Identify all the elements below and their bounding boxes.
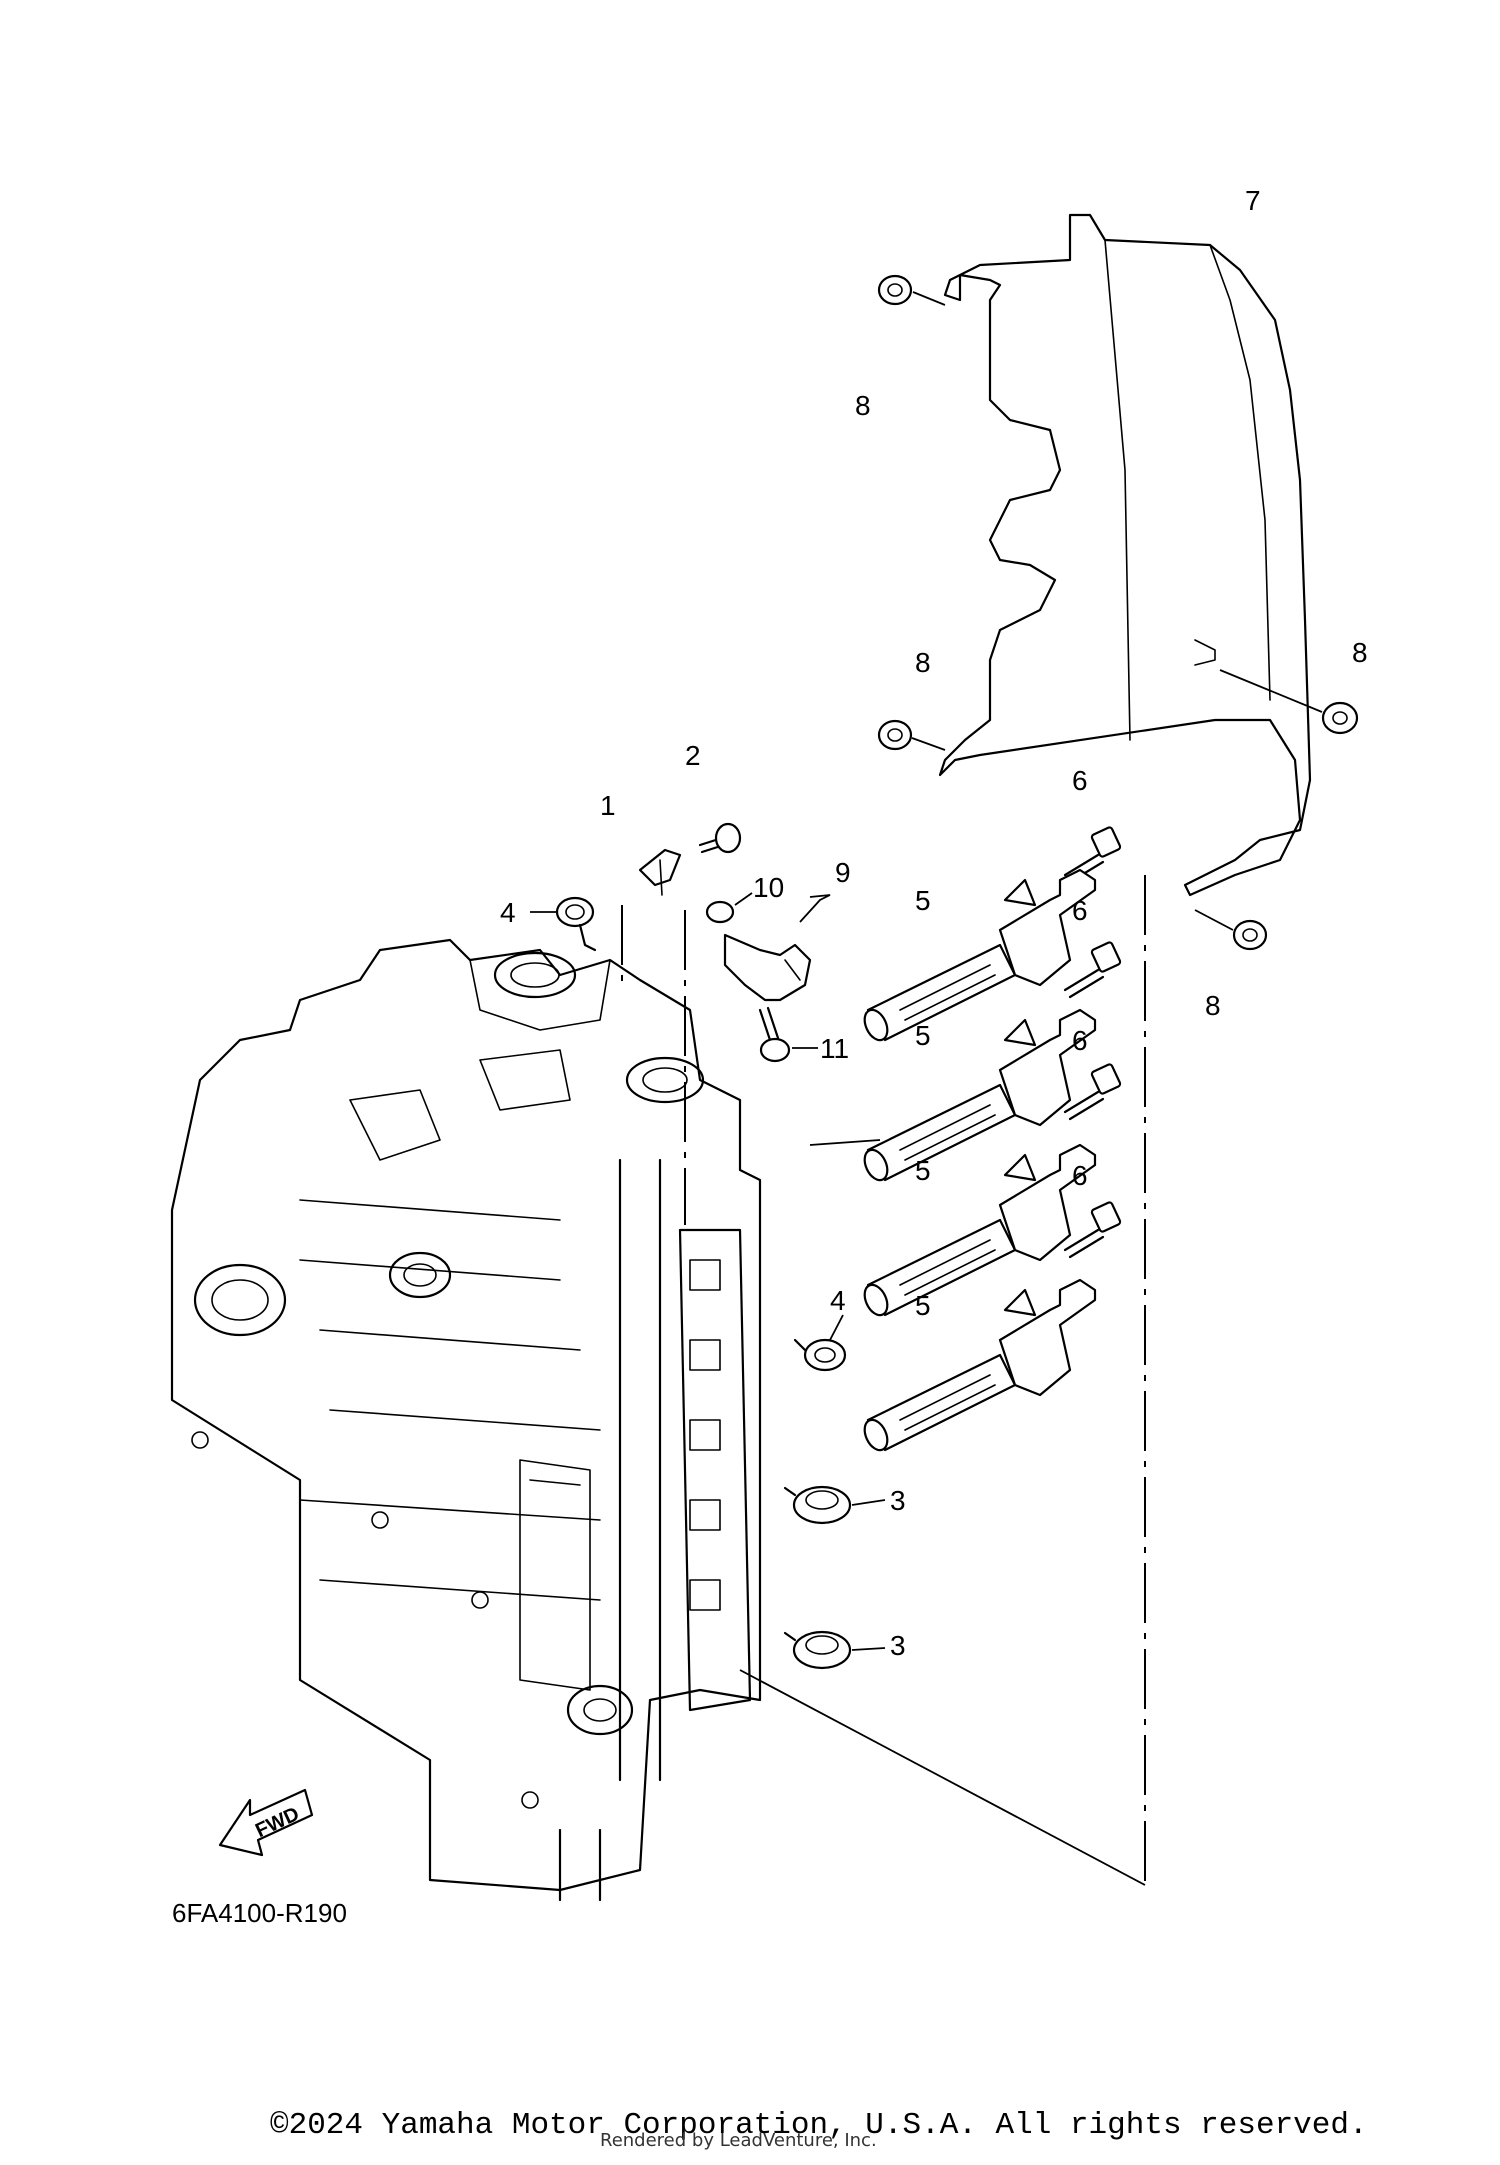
callout-10: 10 — [753, 872, 784, 903]
bolt-6-4 — [1063, 1201, 1122, 1259]
ignition-coil-1 — [863, 868, 1097, 1042]
diagram-code: 6FA4100-R190 — [172, 1898, 347, 1928]
callout-6-3: 6 — [1072, 1025, 1088, 1056]
ignition-coil-2 — [863, 1008, 1097, 1182]
clip-4-top — [530, 896, 597, 952]
callout-4-lower: 4 — [830, 1285, 846, 1316]
callout-5-1: 5 — [915, 885, 931, 916]
callout-labels: 1 2 3 3 4 4 5 5 5 5 6 6 6 6 7 8 8 8 8 9 … — [500, 185, 1368, 1661]
clips-4 — [530, 896, 847, 1372]
clamps-3 — [783, 1485, 886, 1670]
callout-5-4: 5 — [915, 1290, 931, 1321]
rendered-by-credit: Rendered by LeadVenture, Inc. — [600, 2130, 877, 2151]
o-ring-10 — [705, 892, 753, 924]
grommets — [877, 274, 1359, 951]
callout-1: 1 — [600, 790, 616, 821]
coil-cover — [938, 213, 1312, 897]
bolt-11 — [758, 1006, 818, 1063]
callout-3-lower: 3 — [890, 1630, 906, 1661]
grommet-8-mid-left — [877, 719, 946, 751]
callout-3-upper: 3 — [890, 1485, 906, 1516]
callout-7: 7 — [1245, 185, 1261, 216]
assembly-lines — [621, 875, 1146, 1886]
grommet-8-bottom — [1194, 909, 1268, 951]
callout-9: 9 — [835, 857, 851, 888]
bolt-6-2 — [1063, 941, 1122, 999]
callout-8-mid-left: 8 — [915, 647, 931, 678]
ignition-coil-4 — [863, 1278, 1097, 1452]
fwd-arrow: FWD — [218, 1788, 314, 1857]
callout-8-bottom: 8 — [1205, 990, 1221, 1021]
callout-2: 2 — [685, 740, 701, 771]
clamp-3-lower — [783, 1630, 886, 1670]
bolt-2 — [698, 822, 742, 854]
callout-6-2: 6 — [1072, 895, 1088, 926]
grommet-8-mid-right — [1219, 669, 1359, 735]
bracket-1 — [638, 848, 682, 896]
bolt-6-1 — [1063, 826, 1122, 884]
ignition-coils — [863, 868, 1097, 1452]
callout-5-3: 5 — [915, 1155, 931, 1186]
callout-8-top: 8 — [855, 390, 871, 421]
callout-4-top: 4 — [500, 897, 516, 928]
clamp-3-upper — [783, 1485, 886, 1525]
engine-block — [170, 938, 762, 1902]
copyright-notice: ©2024 Yamaha Motor Corporation, U.S.A. A… — [270, 2108, 1368, 2143]
bolts-6 — [1063, 826, 1122, 1259]
ignition-coil-3 — [863, 1143, 1097, 1317]
callout-6-4: 6 — [1072, 1160, 1088, 1191]
callout-5-2: 5 — [915, 1020, 931, 1051]
grommet-8-top — [877, 274, 946, 306]
sensor-assembly-9 — [723, 894, 831, 1002]
callout-6-1: 6 — [1072, 765, 1088, 796]
callout-11: 11 — [820, 1033, 849, 1064]
clip-4-lower — [793, 1314, 847, 1372]
callout-8-mid-right: 8 — [1352, 637, 1368, 668]
bolt-6-3 — [1063, 1063, 1122, 1121]
